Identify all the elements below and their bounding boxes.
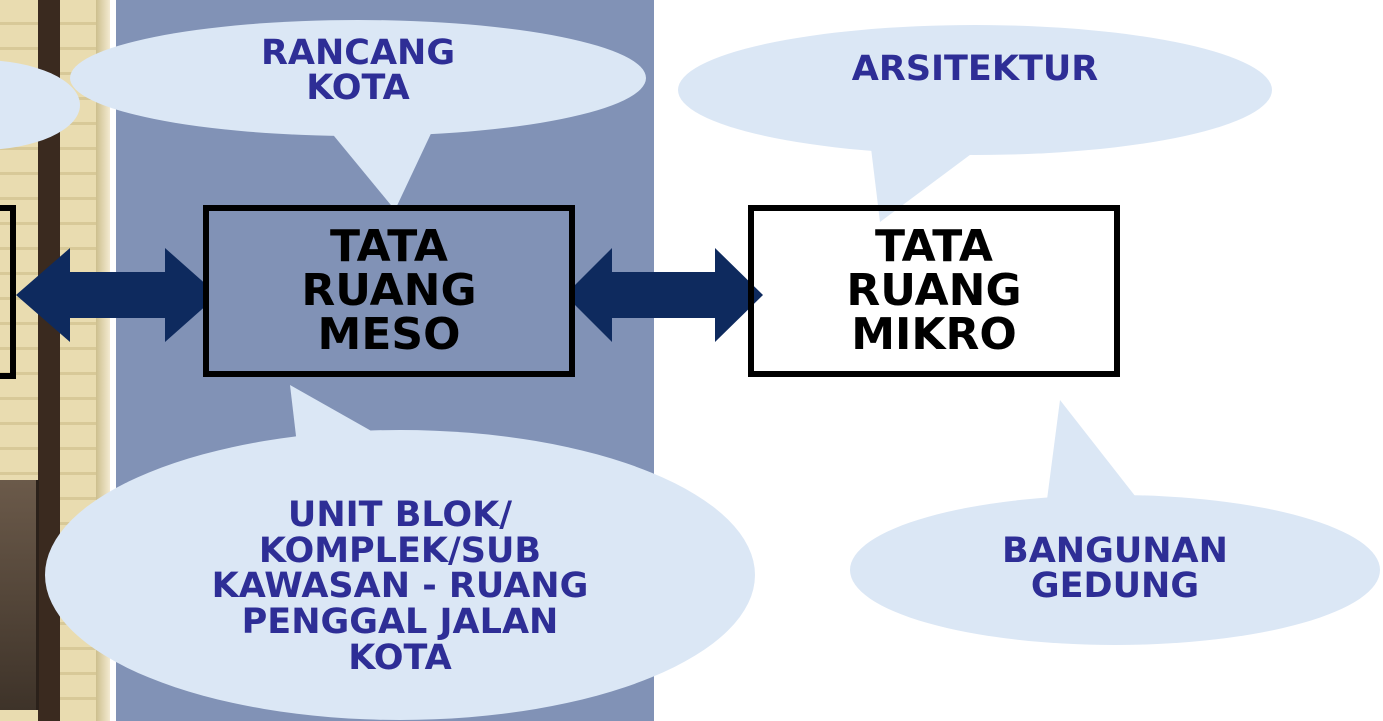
box-label: TATA RUANG MIKRO	[846, 225, 1021, 357]
callout-bangunan-bubble	[850, 495, 1380, 645]
callout-bangunan-gedung: BANGUNAN GEDUNG	[960, 534, 1270, 604]
background-photo-window	[0, 480, 39, 710]
callout-unit-blok-bubble	[45, 430, 755, 720]
callout-unit-blok: UNIT BLOK/ KOMPLEK/SUB KAWASAN - RUANG P…	[150, 495, 650, 678]
callout-line: RANCANG	[260, 33, 456, 73]
double-arrow-left	[16, 248, 218, 342]
callout-line: GEDUNG	[1030, 566, 1200, 606]
box-line: TATA	[875, 221, 993, 272]
callout-line: KAWASAN - RUANG	[211, 566, 589, 607]
callout-line: KOTA	[306, 68, 410, 108]
callout-line: UNIT BLOK/	[287, 495, 513, 535]
callout-rancang-kota-tail	[325, 125, 435, 210]
callout-bangunan-tail	[1045, 400, 1150, 515]
callout-line: ARSITEKTUR	[851, 49, 1099, 89]
box-tata-ruang-meso: TATA RUANG MESO	[203, 205, 575, 377]
callout-arsitektur-tail	[870, 140, 990, 222]
box-line: MESO	[317, 309, 461, 360]
callout-line: BANGUNAN	[1002, 531, 1228, 571]
callout-line: KOMPLEK/SUB	[258, 530, 542, 571]
box-line: TATA	[330, 221, 448, 272]
box-label: TATA RUANG MESO	[301, 225, 476, 357]
box-line: MIKRO	[851, 309, 1017, 360]
callout-line: KOTA	[348, 637, 452, 678]
double-arrow-meso-mikro	[565, 248, 763, 342]
box-line: RUANG	[301, 265, 477, 316]
band-divider	[110, 0, 116, 721]
callout-rancang-kota: RANCANG KOTA	[250, 36, 466, 106]
callout-rancang-kota-bubble	[70, 20, 646, 136]
box-left-partial	[0, 205, 16, 379]
callout-line: PENGGAL JALAN	[241, 602, 559, 643]
callout-left-partial	[0, 60, 80, 150]
box-tata-ruang-mikro: TATA RUANG MIKRO	[748, 205, 1120, 377]
callout-arsitektur: ARSITEKTUR	[820, 52, 1130, 87]
box-line: RUANG	[846, 265, 1022, 316]
callout-arsitektur-bubble	[678, 25, 1272, 155]
